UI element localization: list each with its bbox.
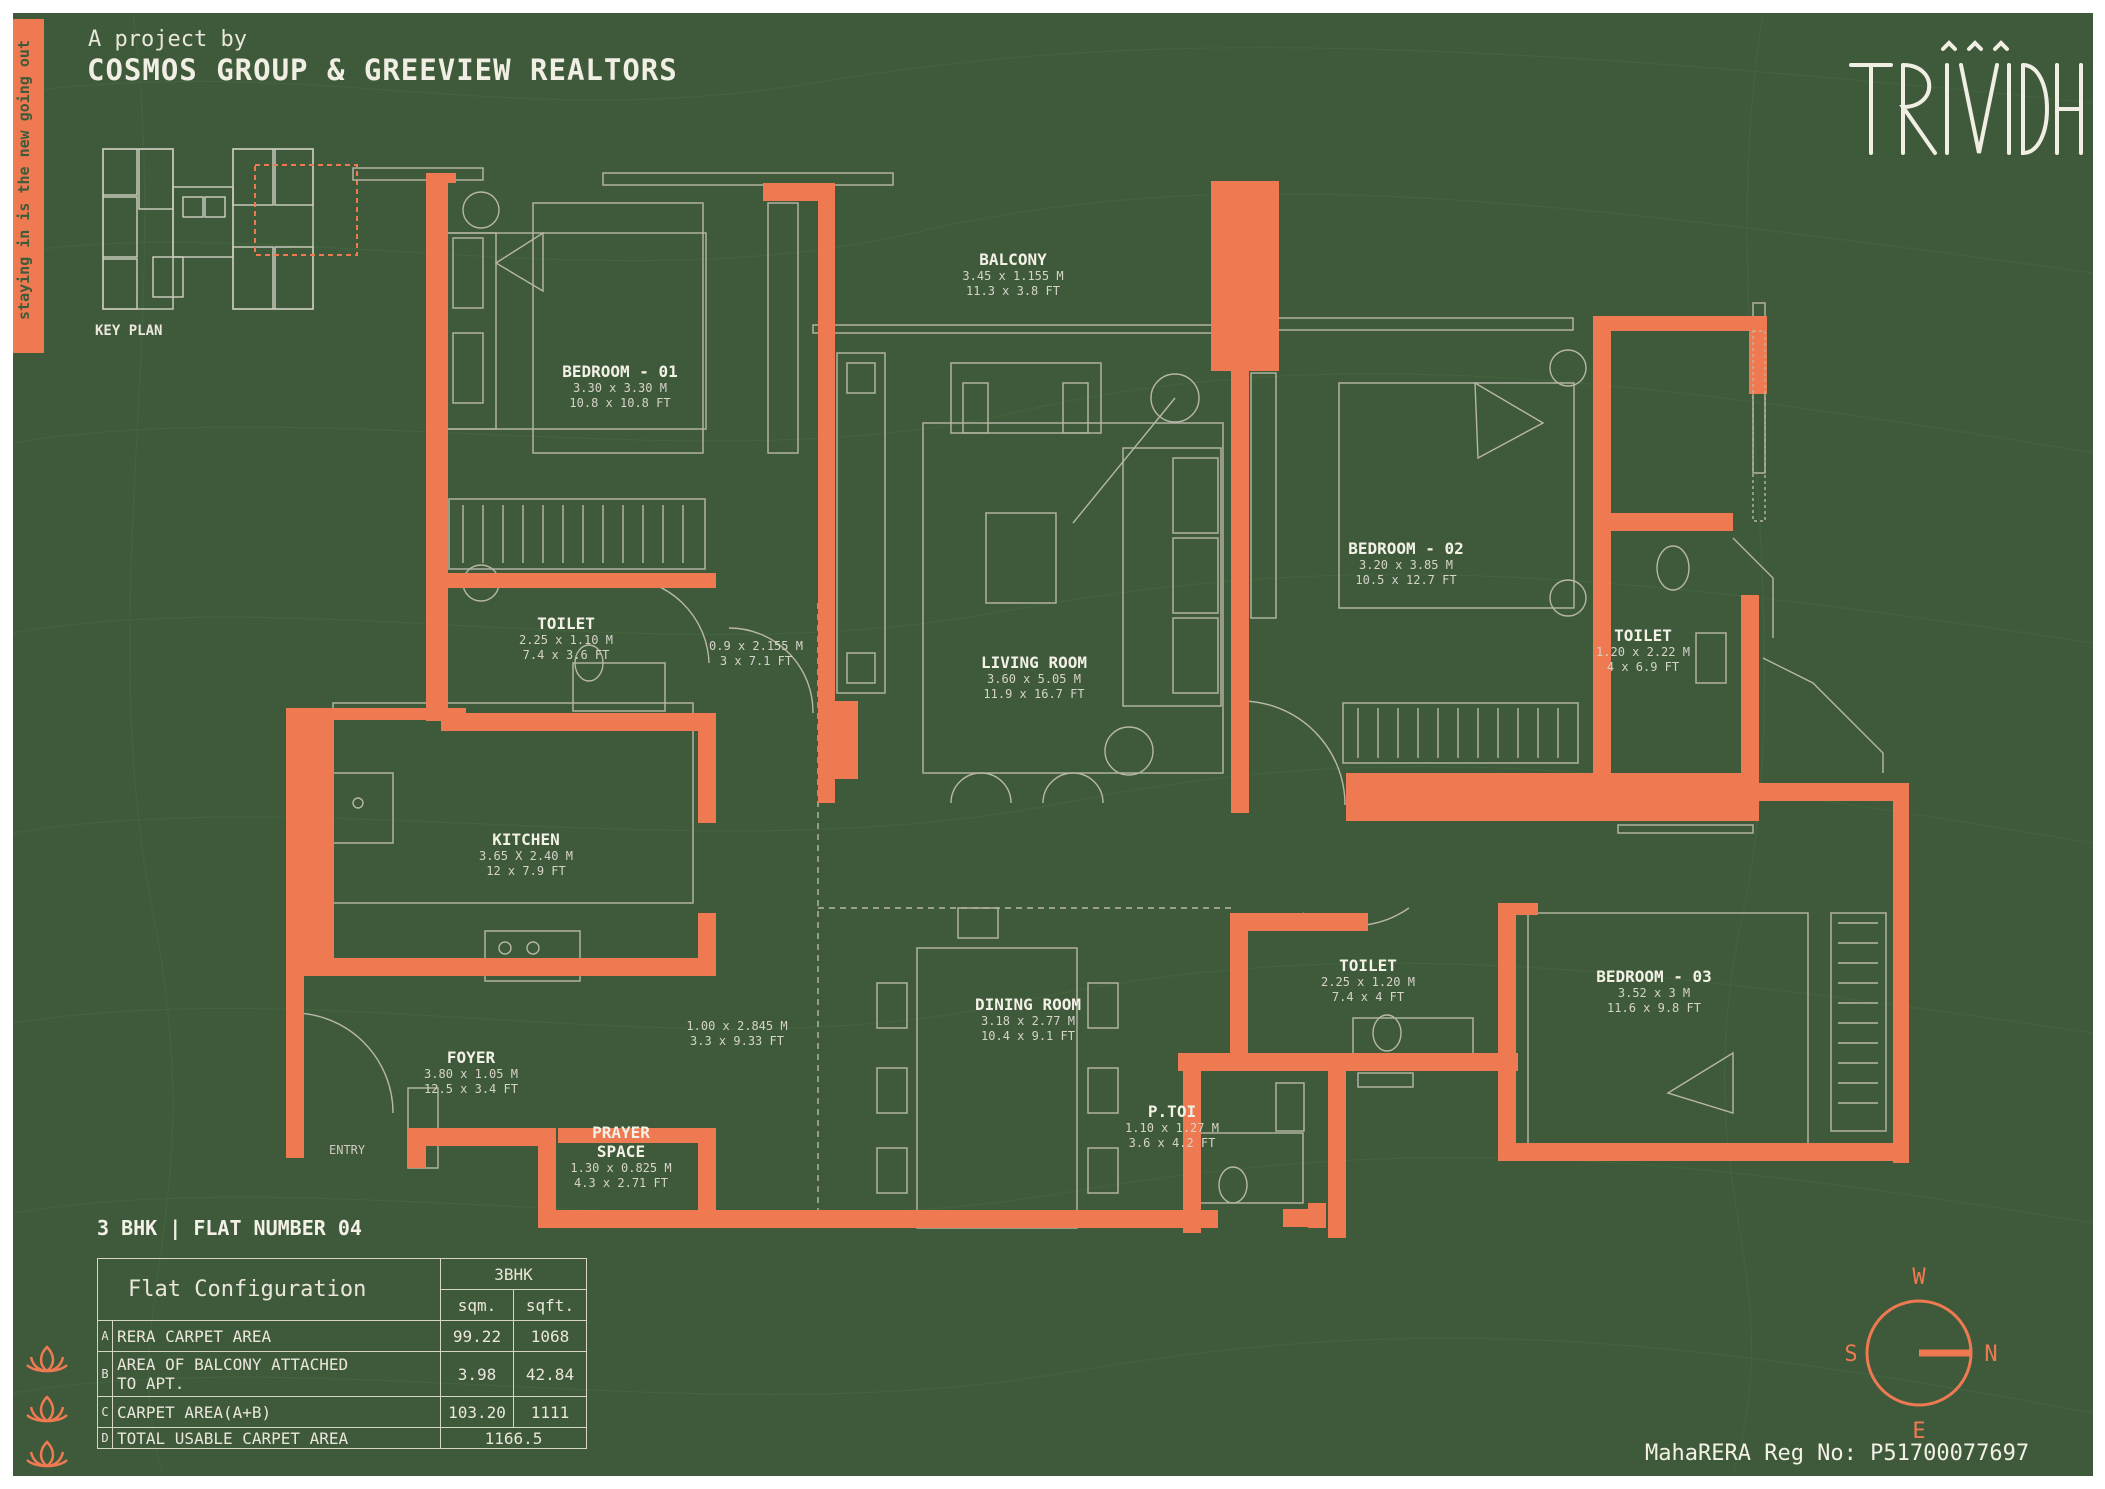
row-sqft: 42.84 xyxy=(513,1351,587,1397)
living-sofa-right xyxy=(1122,447,1222,707)
entry-door-swing xyxy=(290,1012,394,1114)
table-row: D TOTAL USABLE CARPET AREA 1166.5 xyxy=(97,1427,587,1449)
table-row: C CARPET AREA(A+B) 103.20 1111 xyxy=(97,1396,587,1428)
compass-west: W xyxy=(1912,1265,1926,1290)
row-sqft: 1068 xyxy=(513,1320,587,1352)
table-row: A RERA CARPET AREA 99.22 1068 xyxy=(97,1320,587,1352)
floor-plan-board: staying in is the new going out A projec… xyxy=(13,13,2093,1476)
dining-table xyxy=(916,947,1078,1229)
window-frame xyxy=(352,167,484,181)
bedroom-02-south-wall xyxy=(1346,773,1759,821)
lotus-icon xyxy=(26,1440,68,1468)
walls-layer xyxy=(286,173,1909,1238)
entry-label: ENTRY xyxy=(329,1143,366,1157)
living-room-rug xyxy=(922,422,1224,774)
south-wall xyxy=(538,1210,1218,1228)
wall xyxy=(1211,181,1279,371)
unit-sqm: sqm. xyxy=(440,1289,514,1321)
bedroom-01-cabinet xyxy=(767,202,799,454)
row-letter: A xyxy=(97,1320,113,1352)
toilet-01-wc xyxy=(574,644,604,682)
flat-configuration-table: Flat Configuration 3BHK sqm. sqft. A RER… xyxy=(97,1258,587,1449)
lotus-icon xyxy=(26,1395,68,1423)
floor-plan xyxy=(286,167,1909,1238)
compass-north: N xyxy=(1984,1342,1997,1367)
compass-east: E xyxy=(1912,1419,1925,1444)
wardrobe-02 xyxy=(1342,702,1579,764)
row-letter: B xyxy=(97,1351,113,1397)
living-coffee-table xyxy=(985,512,1057,604)
row-sqft: 1111 xyxy=(513,1396,587,1428)
flat-title: 3 BHK | FLAT NUMBER 04 xyxy=(97,1216,362,1240)
table-units-row: sqm. sqft. xyxy=(98,1289,587,1321)
background-texture xyxy=(13,13,2093,1476)
toilet-02-wc xyxy=(1656,545,1690,591)
row-sqm: 103.20 xyxy=(440,1396,514,1428)
compass-south: S xyxy=(1844,1342,1857,1367)
balcony-edge xyxy=(812,324,1274,334)
row-sqm: 99.22 xyxy=(440,1320,514,1352)
flat-type-cell: 3BHK xyxy=(440,1258,587,1290)
toilet-03-vanity xyxy=(1352,1017,1474,1059)
toilet-03-wc xyxy=(1372,1014,1402,1052)
project-by-label: A project by xyxy=(88,27,247,52)
row-sqm: 3.98 xyxy=(440,1351,514,1397)
window-frame xyxy=(1272,317,1574,331)
row-letter: D xyxy=(97,1427,113,1449)
table-header-row: Flat Configuration 3BHK xyxy=(97,1258,587,1321)
kitchen-hob xyxy=(484,930,581,982)
row-letter: C xyxy=(97,1396,113,1428)
living-sofa-top xyxy=(950,362,1102,434)
unit-sqft: sqft. xyxy=(513,1289,587,1321)
compass-icon: W S N E xyxy=(1844,1265,1997,1444)
row-label: RERA CARPET AREA xyxy=(112,1320,441,1352)
furniture-layer xyxy=(290,167,1887,1229)
bed-03 xyxy=(1527,912,1809,1154)
key-plan-label: KEY PLAN xyxy=(95,323,163,339)
bed-02 xyxy=(1338,382,1575,609)
lotus-icon xyxy=(26,1345,68,1373)
wall xyxy=(426,173,448,721)
key-plan-diagram xyxy=(102,148,358,310)
developer-name: COSMOS GROUP & GREEVIEW REALTORS xyxy=(87,53,678,87)
living-tv-unit xyxy=(836,352,886,694)
row-label: CARPET AREA(A+B) xyxy=(112,1396,441,1428)
toilet-01-sink xyxy=(572,662,666,712)
rera-registration: MahaRERA Reg No: P51700077697 xyxy=(1645,1441,2030,1466)
row-label-line2: TO APT. xyxy=(117,1374,185,1393)
wardrobe-01 xyxy=(448,498,706,570)
balcony-rail xyxy=(602,172,894,186)
table-heading: Flat Configuration xyxy=(97,1258,441,1321)
row-label-line1: AREA OF BALCONY ATTACHED xyxy=(117,1355,349,1374)
row-label: TOTAL USABLE CARPET AREA xyxy=(112,1427,441,1449)
row-total: 1166.5 xyxy=(440,1427,587,1449)
side-strip xyxy=(13,19,44,353)
wardrobe-03 xyxy=(1830,912,1887,1132)
trividh-logo xyxy=(1849,40,2083,156)
